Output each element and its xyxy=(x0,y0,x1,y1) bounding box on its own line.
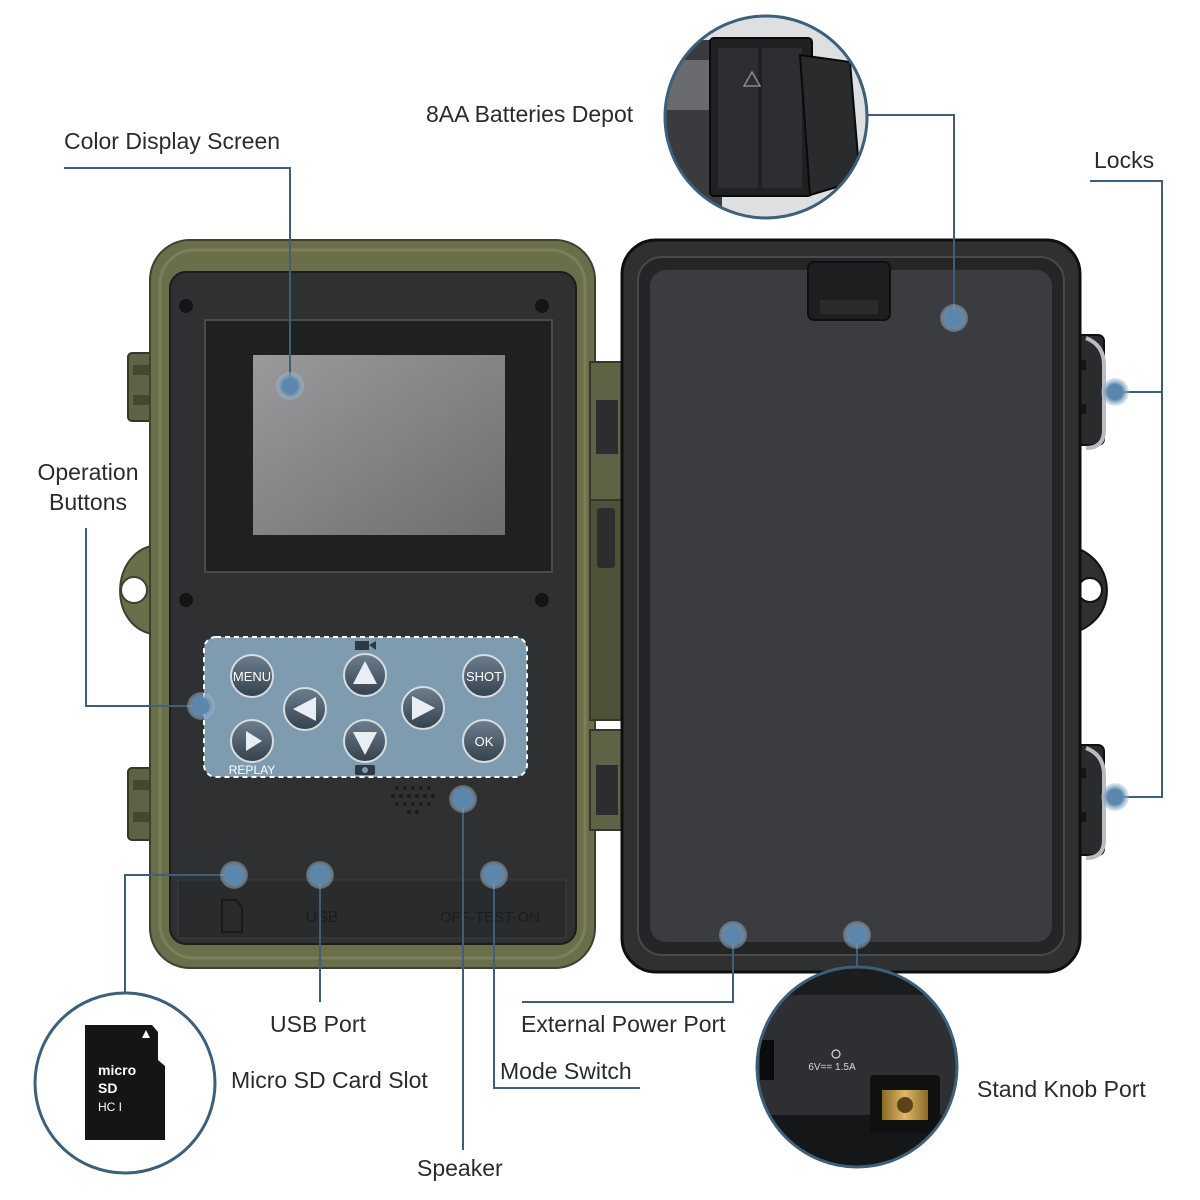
sd-logo-line1: micro xyxy=(98,1062,136,1078)
callout-line-power xyxy=(522,935,734,1003)
callout-line-locks xyxy=(1090,180,1163,798)
label-stand-knob-port: Stand Knob Port xyxy=(977,1076,1146,1102)
shot-button[interactable]: SHOT xyxy=(462,654,506,698)
ok-button[interactable]: OK xyxy=(462,719,506,763)
micro-sd-inset: micro SD HC I xyxy=(33,991,217,1175)
right-triangle-icon xyxy=(412,696,435,720)
menu-button-label: MENU xyxy=(233,669,271,684)
replay-label: REPLAY xyxy=(229,763,275,777)
callout-dot-speaker xyxy=(449,785,477,813)
label-batteries-depot: 8AA Batteries Depot xyxy=(426,101,634,127)
callout-dot-batteries xyxy=(940,304,968,332)
callout-dot-sd xyxy=(220,861,248,889)
screw-top-right xyxy=(535,299,549,313)
warning-triangle-icon xyxy=(742,70,762,87)
video-icon xyxy=(355,641,376,650)
hinge xyxy=(589,361,625,831)
replay-button[interactable]: REPLAY xyxy=(229,719,275,777)
screw-mid-left xyxy=(179,593,193,607)
sd-logo-line2: SD xyxy=(98,1080,117,1096)
label-color-display-screen: Color Display Screen xyxy=(64,128,281,154)
camera-front-panel: MENU SHOT REPLAY xyxy=(119,239,596,969)
down-triangle-icon xyxy=(353,732,377,755)
label-operation-buttons-line2: Buttons xyxy=(49,489,127,515)
callout-dot-power xyxy=(719,921,747,949)
down-arrow-button[interactable] xyxy=(343,719,387,763)
power-jack-symbol-icon xyxy=(831,1049,841,1059)
power-jack-rating: 6V== 1.5A xyxy=(808,1062,856,1073)
label-mode-switch: Mode Switch xyxy=(500,1058,632,1084)
label-operation-buttons-line1: Operation xyxy=(37,459,139,485)
power-knob-inset: 6V== 1.5A xyxy=(755,965,959,1169)
menu-button[interactable]: MENU xyxy=(230,654,274,698)
label-locks: Locks xyxy=(1094,147,1155,173)
callout-dot-display xyxy=(276,372,304,400)
ok-button-label: OK xyxy=(475,734,494,749)
sd-slot-icon xyxy=(221,899,243,933)
left-triangle-icon xyxy=(293,697,316,721)
up-triangle-icon xyxy=(353,661,377,684)
shot-button-label: SHOT xyxy=(466,669,502,684)
callout-line-buttons xyxy=(85,528,201,707)
callout-line-mode xyxy=(493,875,640,1089)
up-arrow-button[interactable] xyxy=(343,653,387,697)
right-arrow-button[interactable] xyxy=(401,686,445,730)
play-icon xyxy=(246,731,262,751)
screw-mid-right xyxy=(535,593,549,607)
callout-line-display xyxy=(64,167,291,386)
label-speaker: Speaker xyxy=(417,1155,503,1181)
label-external-power-port: External Power Port xyxy=(521,1011,726,1037)
screw-top-left xyxy=(179,299,193,313)
callout-dot-lock-top xyxy=(1101,378,1129,406)
callout-lines xyxy=(64,114,1163,1150)
label-usb-port: USB Port xyxy=(270,1011,366,1037)
battery-compartment-floor xyxy=(650,270,1052,942)
micro-sd-card xyxy=(85,1025,165,1140)
callout-line-sd xyxy=(124,874,234,993)
batteries-inset xyxy=(663,14,869,220)
callout-dot-knob xyxy=(843,921,871,949)
callout-dots xyxy=(187,304,1129,949)
camera-icon xyxy=(355,765,375,775)
left-arrow-button[interactable] xyxy=(283,687,327,731)
speaker-grille xyxy=(391,786,435,814)
callout-dot-lock-bottom xyxy=(1101,783,1129,811)
label-micro-sd-card-slot: Micro SD Card Slot xyxy=(231,1067,428,1093)
camera-back-cover xyxy=(620,238,1108,974)
usb-port-marking: USB xyxy=(306,909,339,926)
callout-dot-buttons xyxy=(187,692,215,720)
mode-switch-marking: OFF-TEST-ON xyxy=(440,909,540,926)
callout-dot-mode xyxy=(480,861,508,889)
callout-dot-usb xyxy=(306,861,334,889)
callout-line-batteries xyxy=(868,114,955,318)
sd-logo-line3: HC I xyxy=(98,1100,122,1114)
